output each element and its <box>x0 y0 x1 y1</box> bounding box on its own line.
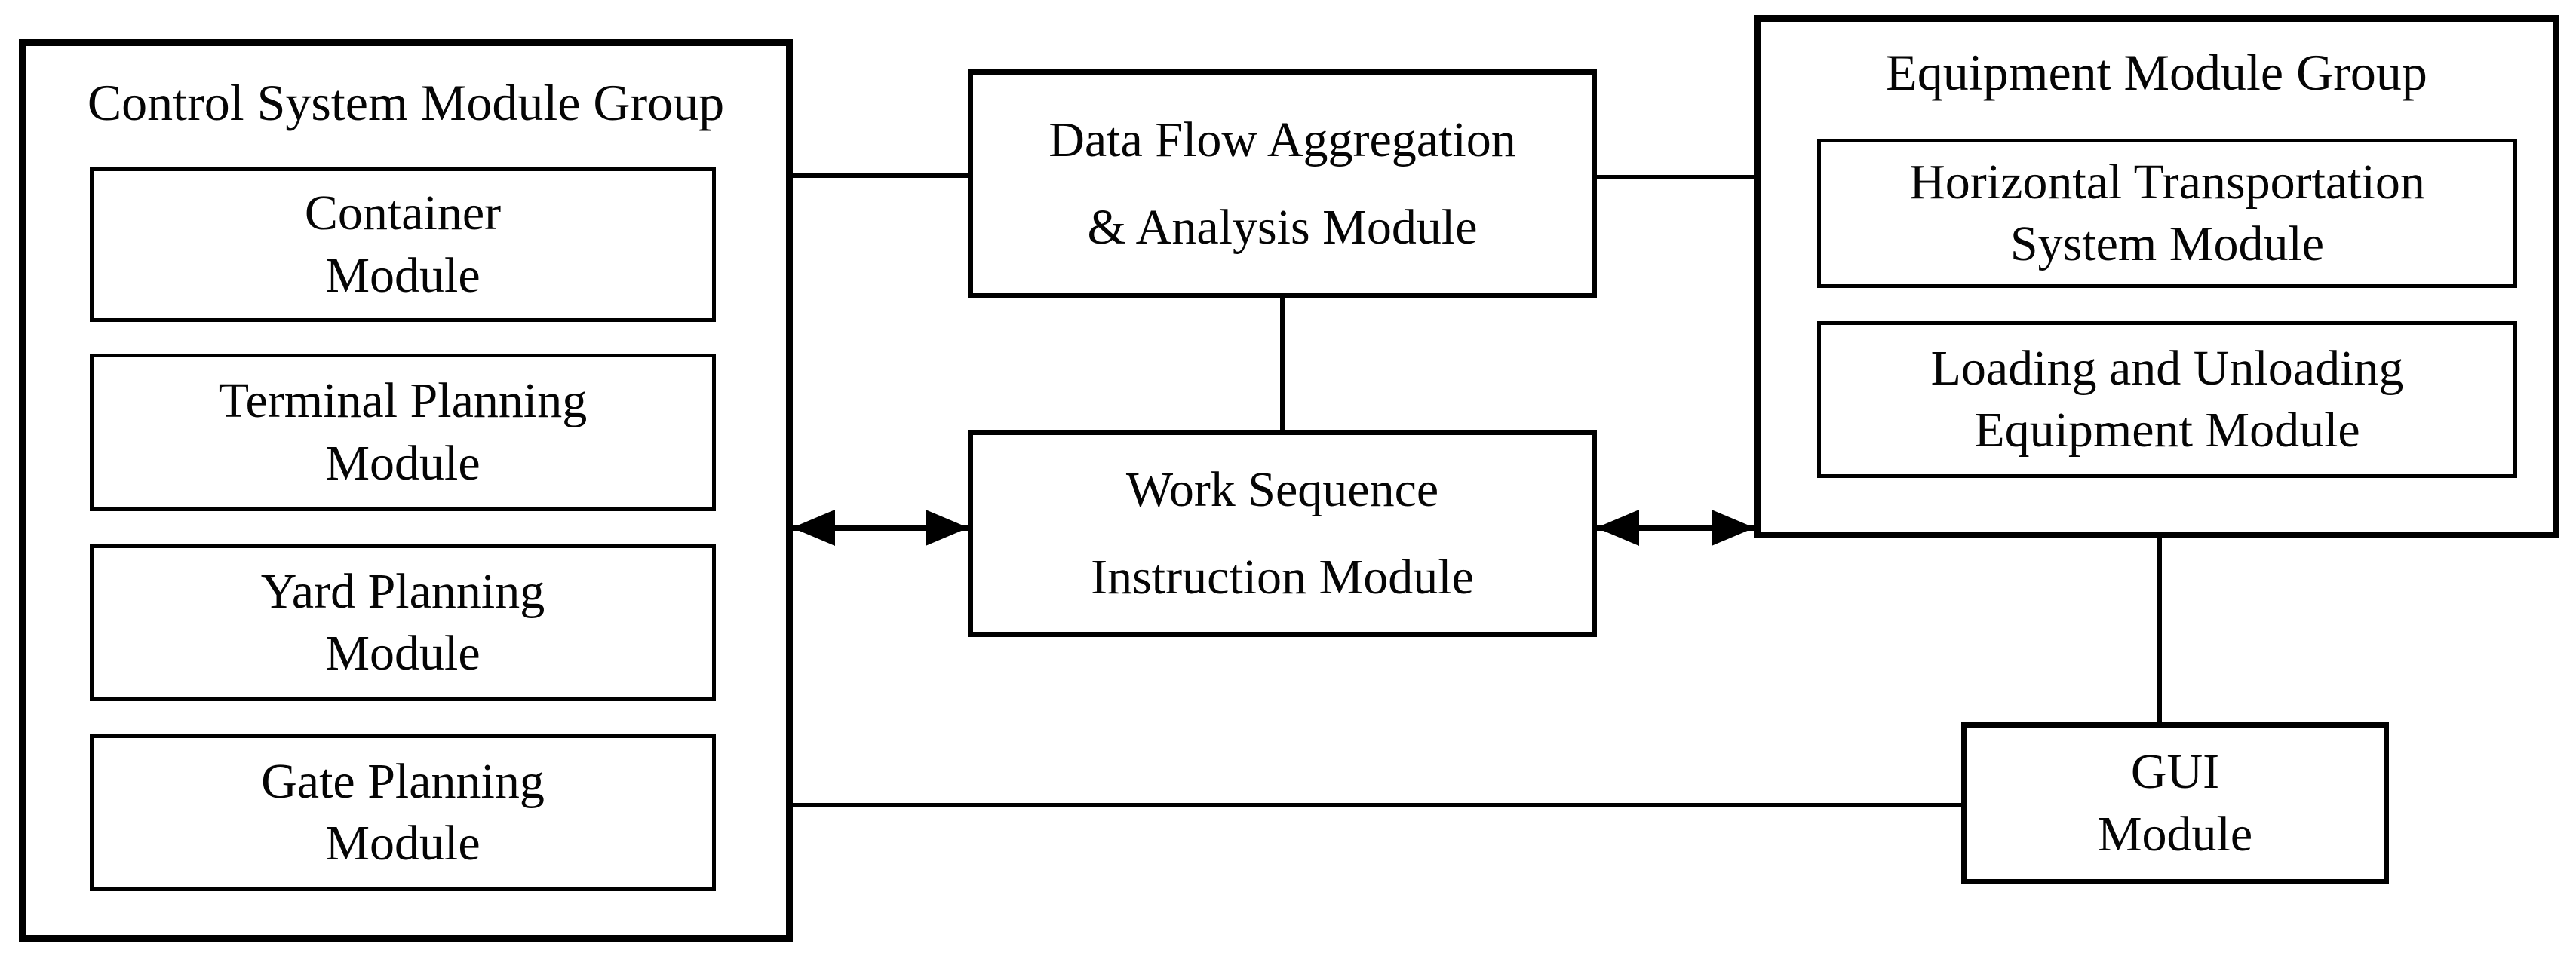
terminal-planning-label-line2: Module <box>325 435 481 491</box>
bidirectional-arrow-worksequence-equipment-icon <box>1597 525 1754 531</box>
gui-module-label-line1: GUI <box>2130 744 2220 799</box>
gui-module-label-line2: Module <box>2097 806 2253 862</box>
loading-unloading-label-line2: Equipment Module <box>1974 403 2360 458</box>
container-module-label-line2: Module <box>325 247 481 303</box>
connector-control-to-gui <box>793 803 1961 807</box>
equipment-group-title: Equipment Module Group <box>1886 44 2427 101</box>
connector-dataflow-to-equipment <box>1597 175 1754 179</box>
equipment-module-group-box: Equipment Module Group Horizontal Transp… <box>1754 15 2559 538</box>
container-module-box: Container Module <box>90 167 716 322</box>
work-sequence-label-line2: Instruction Module <box>1091 549 1474 605</box>
terminal-planning-label-line1: Terminal Planning <box>218 373 588 428</box>
connector-control-to-dataflow <box>793 173 968 178</box>
terminal-planning-module-box: Terminal Planning Module <box>90 354 716 511</box>
yard-planning-label-line1: Yard Planning <box>260 563 545 619</box>
gui-module-box: GUI Module <box>1961 722 2389 884</box>
horizontal-transportation-label-line1: Horizontal Transportation <box>1909 154 2425 210</box>
connector-equipment-to-gui <box>2157 538 2162 722</box>
loading-unloading-label-line1: Loading and Unloading <box>1930 340 2404 396</box>
connector-dataflow-to-worksequence <box>1280 298 1285 430</box>
yard-planning-label-line2: Module <box>325 626 481 681</box>
horizontal-transportation-label-line2: System Module <box>2010 216 2325 271</box>
bidirectional-arrow-control-worksequence-icon <box>793 525 968 531</box>
control-group-title: Control System Module Group <box>87 74 725 131</box>
yard-planning-module-box: Yard Planning Module <box>90 544 716 701</box>
gate-planning-module-box: Gate Planning Module <box>90 734 716 891</box>
gate-planning-label-line2: Module <box>325 816 481 871</box>
container-module-label-line1: Container <box>304 185 502 241</box>
work-sequence-label-line1: Work Sequence <box>1125 461 1439 517</box>
data-flow-aggregation-module-box: Data Flow Aggregation & Analysis Module <box>968 69 1597 298</box>
data-flow-label-line2: & Analysis Module <box>1087 199 1478 255</box>
gate-planning-label-line1: Gate Planning <box>261 753 545 809</box>
data-flow-label-line1: Data Flow Aggregation <box>1049 112 1516 167</box>
control-system-module-group-box: Control System Module Group Container Mo… <box>19 39 793 942</box>
horizontal-transportation-module-box: Horizontal Transportation System Module <box>1817 139 2517 288</box>
work-sequence-instruction-module-box: Work Sequence Instruction Module <box>968 430 1597 637</box>
loading-unloading-module-box: Loading and Unloading Equipment Module <box>1817 321 2517 478</box>
